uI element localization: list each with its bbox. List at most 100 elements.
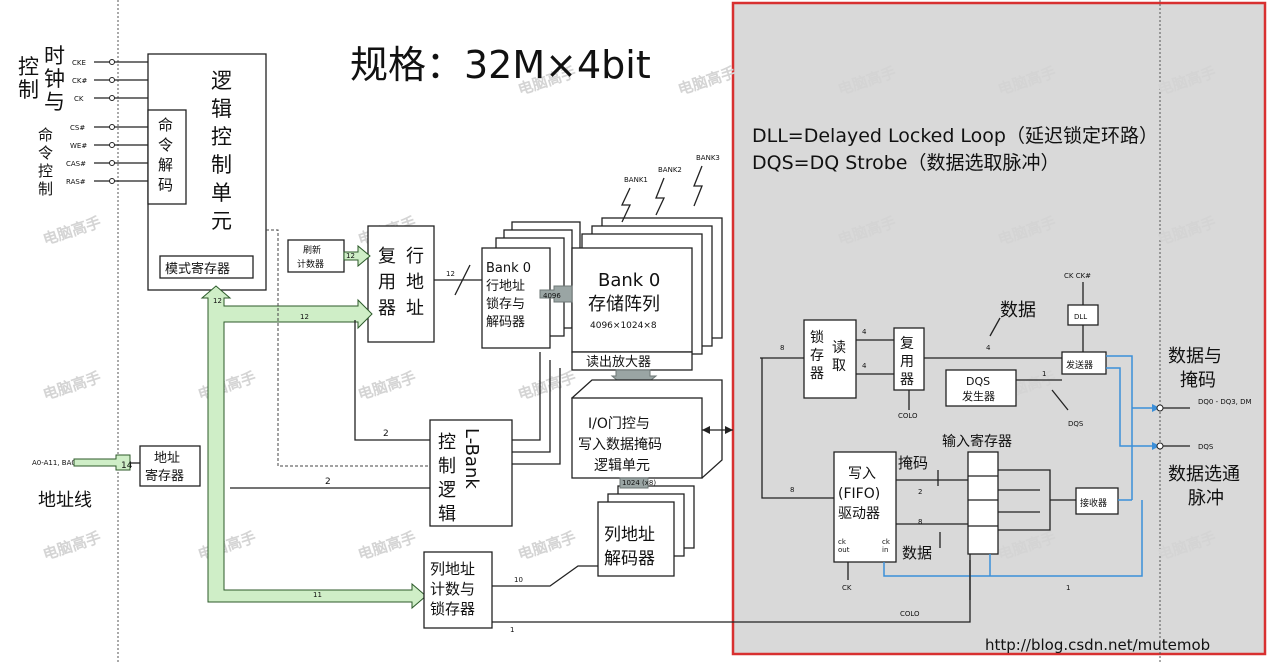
svg-text:11: 11 <box>313 591 322 599</box>
svg-text:Bank 0: Bank 0 <box>486 261 531 276</box>
svg-text:令: 令 <box>38 144 53 162</box>
svg-text:电脑高手: 电脑高手 <box>196 528 259 564</box>
svg-text:4096×1024×8: 4096×1024×8 <box>590 321 657 331</box>
svg-text:电脑高手: 电脑高手 <box>516 368 579 404</box>
svg-text:列地址: 列地址 <box>604 525 655 545</box>
svg-text:2: 2 <box>325 477 331 487</box>
svg-text:14: 14 <box>121 461 133 471</box>
svg-text:CAS#: CAS# <box>66 160 86 168</box>
svg-text:电脑高手: 电脑高手 <box>356 528 419 564</box>
svg-text:锁存器: 锁存器 <box>430 600 475 618</box>
svg-text:8: 8 <box>790 486 794 494</box>
svg-text:1: 1 <box>1042 370 1046 378</box>
write-fifo-driver <box>833 451 897 563</box>
svg-text:命: 命 <box>158 116 173 134</box>
bank-row-decoders: Bank 0 行地址 锁存与 解码器 12 <box>434 221 581 349</box>
svg-text:DQS: DQS <box>1198 443 1214 451</box>
spec-title: 规格：32M×4bit <box>350 43 651 87</box>
svg-text:数据: 数据 <box>1000 300 1036 321</box>
watermark: 电脑高手 <box>41 213 104 249</box>
svg-text:4: 4 <box>986 344 991 352</box>
read-latch <box>803 319 857 399</box>
svg-text:模式寄存器: 模式寄存器 <box>165 261 230 277</box>
svg-text:锁: 锁 <box>810 330 824 346</box>
svg-text:电脑高手: 电脑高手 <box>356 368 419 404</box>
svg-text:元: 元 <box>211 209 232 233</box>
svg-text:脉冲: 脉冲 <box>1188 488 1224 509</box>
svg-text:列地址: 列地址 <box>430 560 475 578</box>
svg-text:10: 10 <box>514 576 523 584</box>
svg-text:控: 控 <box>18 55 39 79</box>
svg-text:CS#: CS# <box>70 124 85 132</box>
column-address-decoder <box>597 501 675 577</box>
address-line-label: 地址线 <box>38 490 92 511</box>
svg-text:单: 单 <box>211 181 232 205</box>
svg-text:存: 存 <box>810 348 824 364</box>
dqs-generator <box>945 369 1017 407</box>
address-register <box>139 445 201 487</box>
bank0-storage-array <box>571 247 693 353</box>
svg-text:刷新: 刷新 <box>303 244 321 256</box>
svg-text:电脑高手: 电脑高手 <box>41 528 104 564</box>
io-gating-unit: I/O门控与 写入数据掩码 逻辑单元 <box>570 379 723 479</box>
svg-text:发生器: 发生器 <box>962 389 995 403</box>
svg-text:输入寄存器: 输入寄存器 <box>942 433 1012 450</box>
row-address-mux <box>367 225 435 343</box>
mode-register <box>159 255 254 279</box>
svg-text:(FIFO): (FIFO) <box>838 486 880 502</box>
svg-text:掩码: 掩码 <box>898 454 928 472</box>
svg-text:WE#: WE# <box>70 142 87 150</box>
svg-text:2: 2 <box>918 488 922 496</box>
svg-text:解码器: 解码器 <box>486 315 525 330</box>
svg-text:钟: 钟 <box>44 67 65 91</box>
svg-text:器: 器 <box>810 366 824 382</box>
svg-text:12: 12 <box>213 297 222 305</box>
column-address-counter <box>423 551 493 629</box>
svg-text:辑: 辑 <box>211 97 232 121</box>
svg-text:2: 2 <box>383 429 389 439</box>
svg-text:逻: 逻 <box>211 69 232 93</box>
svg-text:DQ0 - DQ3, DM: DQ0 - DQ3, DM <box>1198 398 1252 406</box>
note-dll: DLL=Delayed Locked Loop（延迟锁定环路） <box>752 125 1158 147</box>
svg-text:复: 复 <box>378 246 396 267</box>
svg-text:RAS#: RAS# <box>66 178 86 186</box>
svg-text:时: 时 <box>44 44 65 68</box>
svg-text:in: in <box>882 546 888 554</box>
svg-text:存储阵列: 存储阵列 <box>588 294 660 315</box>
svg-text:与: 与 <box>44 90 65 114</box>
svg-text:地: 地 <box>406 272 424 293</box>
output-driver <box>1061 351 1107 375</box>
svg-text:复: 复 <box>900 335 914 352</box>
svg-text:解: 解 <box>158 156 173 174</box>
svg-text:4: 4 <box>862 362 867 370</box>
svg-text:电脑高手: 电脑高手 <box>196 368 259 404</box>
svg-text:DQS: DQS <box>966 375 990 388</box>
read-mux <box>893 327 925 391</box>
bank0-row-decoder <box>481 247 551 349</box>
address-input-bus <box>73 454 131 471</box>
svg-text:计数器: 计数器 <box>297 258 324 270</box>
svg-text:掩码: 掩码 <box>1180 370 1216 391</box>
svg-text:4: 4 <box>862 328 867 336</box>
svg-text:12: 12 <box>346 252 355 260</box>
svg-text:写入数据掩码: 写入数据掩码 <box>578 437 662 453</box>
svg-text:行地址: 行地址 <box>486 279 525 294</box>
svg-text:器: 器 <box>900 372 914 388</box>
svg-text:辑: 辑 <box>438 504 456 525</box>
svg-text:用: 用 <box>378 272 396 293</box>
svg-text:读出放大器: 读出放大器 <box>586 355 651 370</box>
svg-text:ck: ck <box>838 538 847 546</box>
input-register <box>967 451 999 555</box>
svg-text:写入: 写入 <box>848 466 876 482</box>
svg-text:1024 (x8): 1024 (x8) <box>622 479 656 487</box>
svg-text:命: 命 <box>38 126 53 144</box>
input-receiver <box>1075 487 1119 515</box>
svg-text:取: 取 <box>832 358 846 374</box>
svg-text:数据选通: 数据选通 <box>1168 464 1240 485</box>
svg-text:码: 码 <box>158 176 173 194</box>
svg-text:CK CK#: CK CK# <box>1064 272 1091 280</box>
svg-text:8: 8 <box>780 344 784 352</box>
svg-text:地址: 地址 <box>154 451 180 466</box>
